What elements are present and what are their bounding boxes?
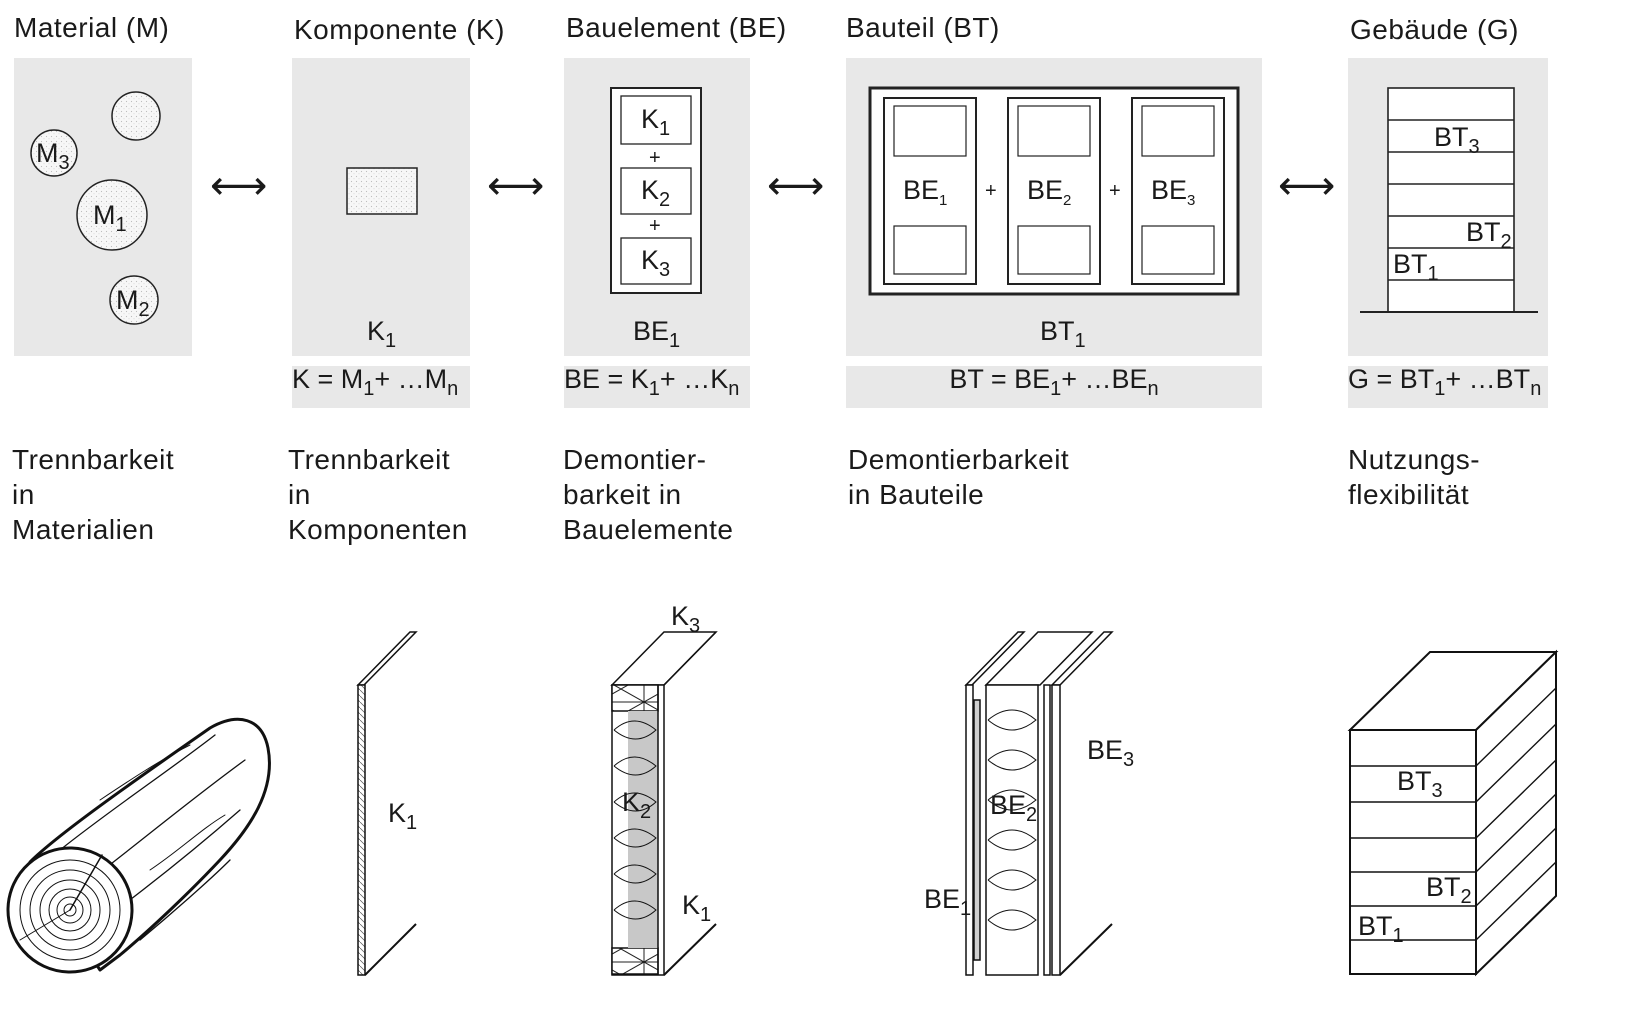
bottom-be1: BE1 [924,884,972,920]
bauelement-plus-1: + [649,147,661,169]
formula-bt: BT = BE1+ …BEn [846,366,1262,408]
formula-be: BE = K1+ …Kn [564,366,750,408]
formula-k: K = M1+ …Mn [292,366,470,408]
material-circle-m1 [76,179,148,251]
bottom-be2: BE2 [990,790,1038,826]
arrow-bt-g: ⟷ [1278,164,1336,208]
label-m2: M2 [116,285,150,321]
formula-g: G = BT1+ …BTn [1348,366,1548,408]
assembly-illustration [964,631,1114,976]
arrow-be-bt: ⟷ [767,164,825,208]
bottom-k1-wall: K1 [682,890,712,926]
bauteil-plus-2: + [1109,180,1121,202]
bauelement-plus-2: + [649,215,661,237]
header-gebaeude: Gebäude (G) [1350,14,1519,45]
bottom-k3: K3 [671,601,701,637]
bauelement-label: BE1 [633,316,681,352]
wall-element-illustration [610,631,718,976]
gebaeude-floors [1360,87,1538,313]
material-circle-m3 [30,129,78,177]
material-circle-plain [111,91,161,141]
gebaeude-bt2: BT2 [1466,217,1512,253]
label-m3: M3 [36,138,70,174]
bottom-bt3: BT3 [1397,766,1443,802]
bauteil-be2: BE2 [1027,175,1072,209]
bauteil-be1: BE1 [903,175,948,209]
bauelement-k2: K2 [641,175,671,211]
header-bauelement: Bauelement (BE) [566,12,787,43]
komponente-label: K1 [367,316,397,352]
gebaeude-bt3: BT3 [1434,122,1480,158]
bauteil-label: BT1 [1040,316,1086,352]
building-illustration [1347,649,1559,977]
material-circle-m2 [109,275,159,325]
arrow-m-k: ⟷ [210,164,268,208]
bottom-k1: K1 [388,798,418,834]
bauteil-be3: BE3 [1151,175,1196,209]
header-material: Material (M) [14,12,170,43]
bottom-k2: K2 [622,787,652,823]
description-nutzung: Nutzungs-flexibilität [1348,444,1481,510]
bauelement-k1: K1 [641,104,671,140]
bottom-bt1: BT1 [1358,911,1404,947]
bottom-be3: BE3 [1087,735,1135,771]
panel-k1-illustration [356,631,418,976]
komponente-rect [346,167,418,215]
label-m1: M1 [93,200,127,236]
header-komponente: Komponente (K) [294,14,505,45]
bottom-bt2: BT2 [1426,872,1472,908]
arrow-k-be: ⟷ [487,164,545,208]
bauteil-plus-1: + [985,180,997,202]
gebaeude-bt1: BT1 [1393,249,1439,285]
log-illustration [6,717,271,974]
header-bauteil: Bauteil (BT) [846,12,1000,43]
bauelement-k3: K3 [641,245,671,281]
